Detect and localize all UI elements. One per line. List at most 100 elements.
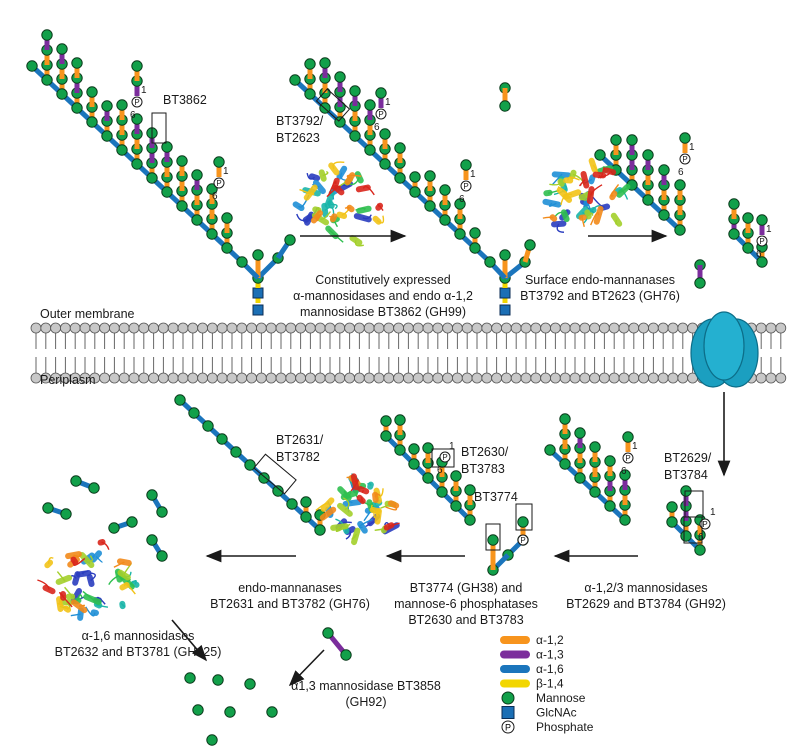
lipid-head	[481, 322, 493, 334]
lipid-head	[383, 372, 395, 384]
legend-phosphate-symbol: P	[505, 723, 511, 733]
mannose-residue	[422, 442, 434, 454]
lipid-head	[167, 372, 179, 384]
mannose-residue	[216, 433, 228, 445]
label-bt2631-line2: BT3782	[276, 450, 320, 464]
phosphate-symbol: P	[442, 453, 447, 462]
mannose-residue	[304, 58, 316, 70]
label-bt3792-line2: BT2623	[276, 131, 320, 145]
mannose-residue	[126, 516, 138, 528]
lipid-head	[383, 322, 395, 334]
protein-loop	[315, 502, 329, 511]
lipid-head	[265, 372, 277, 384]
lipid-head	[138, 322, 150, 334]
protein-loop	[86, 555, 94, 562]
legend-swatch	[500, 679, 530, 688]
mannose-residue	[394, 444, 406, 456]
linkage-position-number: 1	[632, 441, 638, 452]
lipid-head	[657, 322, 669, 334]
lipid-head	[99, 322, 110, 334]
protein-loop	[81, 570, 89, 575]
mannose-residue	[131, 158, 143, 170]
lipid-head	[628, 322, 640, 334]
lipid-head	[667, 322, 679, 334]
lipid-head	[412, 372, 424, 384]
mannose-residue	[454, 228, 466, 240]
lipid-head	[157, 372, 169, 384]
label-bt2630-line2: BT3783	[461, 462, 505, 476]
lipid-head	[285, 372, 297, 384]
lipid-head	[304, 322, 316, 334]
mannose-residue	[574, 472, 586, 484]
mannose-residue	[469, 227, 481, 239]
lipid-head	[648, 372, 659, 384]
mannose-residue	[680, 530, 692, 542]
linkage-position-number: 6	[459, 194, 465, 205]
mannose-residue	[340, 649, 352, 661]
lipid-head	[422, 322, 434, 334]
lipid-head	[530, 372, 542, 384]
mannose-residue	[658, 209, 670, 221]
linkage-position-number: 6	[212, 191, 218, 202]
lipid-head	[177, 372, 189, 384]
lipid-head	[275, 372, 287, 384]
mannose-residue	[212, 674, 224, 686]
outer-membrane	[30, 322, 787, 384]
lipid-head	[579, 372, 591, 384]
lipid-head	[363, 322, 375, 334]
protein-loop	[322, 170, 329, 177]
lipid-head	[461, 372, 473, 384]
lipid-head	[755, 372, 767, 384]
lipid-head	[265, 322, 277, 334]
protein-loop	[377, 203, 384, 211]
lipid-head	[197, 372, 209, 384]
mannose-residue	[658, 164, 670, 176]
lipid-head	[530, 322, 542, 334]
step1-text-line1: Constitutively expressed	[315, 273, 451, 287]
protein-loop	[335, 523, 351, 532]
protein-loop	[548, 202, 557, 207]
lipid-head	[246, 372, 258, 384]
lipid-head	[295, 372, 307, 384]
linkage-position-number: 1	[470, 169, 476, 180]
mannose-residue	[116, 144, 128, 156]
protein-loop	[551, 173, 563, 186]
legend-item: α-1,3	[500, 648, 564, 662]
mannose-residue	[202, 420, 214, 432]
mannose-residue	[266, 706, 278, 718]
mannose-residue	[574, 427, 586, 439]
mannose-residue	[221, 242, 233, 254]
lipid-head	[500, 372, 512, 384]
lipid-head	[775, 322, 787, 334]
legend-glcnac-icon	[501, 706, 515, 719]
arrow-step6	[171, 619, 208, 662]
legend-item: β-1,4	[500, 677, 564, 691]
linkage-position-number: 1	[141, 85, 147, 96]
lipid-head	[206, 372, 218, 384]
protein-loop	[79, 604, 86, 607]
lipid-head	[314, 322, 326, 334]
mannose-residue	[300, 496, 312, 508]
porin-complex	[690, 311, 759, 388]
protein-loop	[326, 185, 341, 198]
mannose-residue	[42, 502, 54, 514]
mannose-residue	[436, 486, 448, 498]
phosphate-symbol: P	[759, 237, 764, 246]
mannose-residue	[230, 446, 242, 458]
legend-swatch	[500, 636, 530, 644]
mannose-residue	[379, 128, 391, 140]
lipid-head	[157, 322, 169, 334]
mannose-residue	[756, 214, 768, 226]
protein-loop	[610, 183, 620, 197]
glcnac-residue	[252, 304, 264, 316]
free-mannose-cluster	[184, 672, 278, 746]
mannose-residue	[221, 212, 233, 224]
mannose-residue	[499, 249, 511, 261]
lipid-head	[608, 372, 620, 384]
phosphate-group	[517, 534, 529, 546]
lipid-head	[255, 322, 267, 334]
mannose-residue	[116, 99, 128, 111]
glycan-linear-backbone	[174, 394, 326, 536]
linkage-position-number: 1	[766, 224, 772, 235]
mannose-residue	[454, 198, 466, 210]
